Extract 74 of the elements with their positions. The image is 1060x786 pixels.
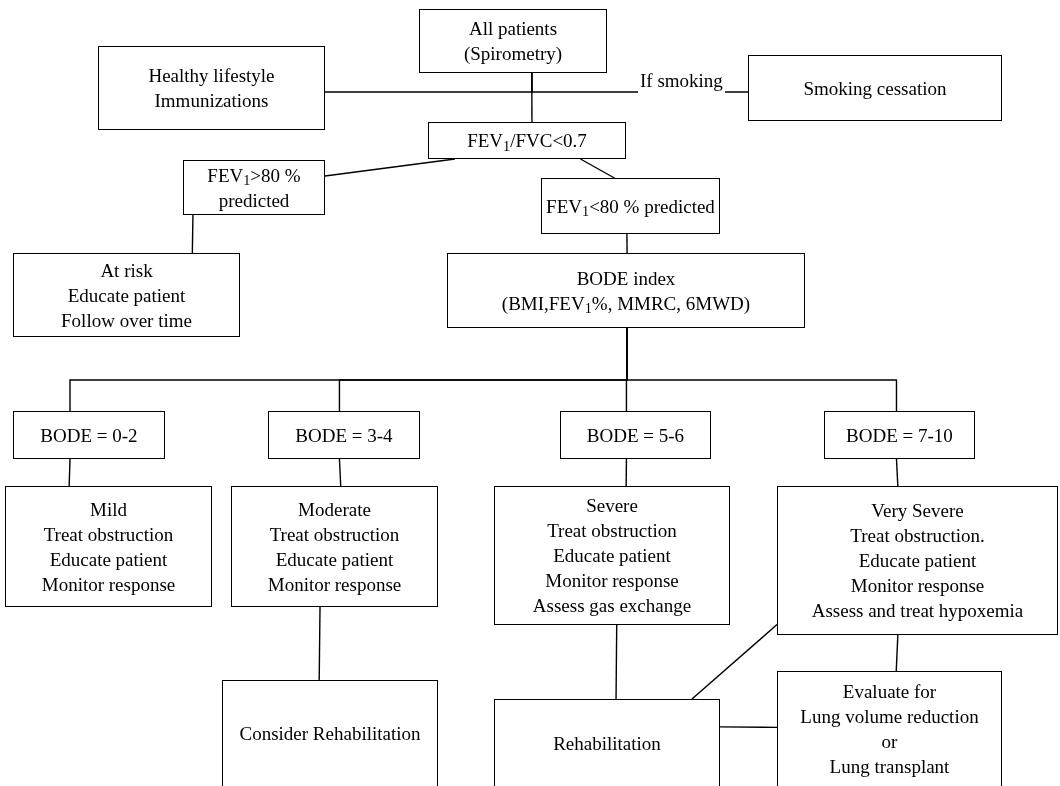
process-box [824, 411, 975, 459]
box-text: Follow over time [61, 308, 192, 333]
box-text: Educate patient [553, 544, 671, 568]
box-text: Consider Rehabilitation [239, 722, 421, 746]
box-text: Healthy lifestyle [148, 64, 275, 88]
box-text: Monitor response [850, 574, 985, 598]
box-text: Treat obstruction [547, 519, 677, 543]
connector-line [719, 726, 778, 729]
box-text: Educate patient [49, 547, 168, 572]
box-text: BODE = 3-4 [295, 423, 393, 448]
box-text: (BMI,FEV$_{1}$%, MMRC, 6MWD) [501, 291, 751, 316]
box-text: Treat obstruction. [850, 524, 985, 548]
process-box [222, 680, 438, 786]
connector-line [338, 458, 342, 487]
process-box [494, 486, 730, 625]
process-box [560, 411, 711, 459]
process-box [231, 486, 438, 607]
box-text: Monitor response [267, 572, 402, 597]
box-text: Smoking cessation [803, 76, 947, 101]
connector-line [531, 72, 533, 123]
connector-line [895, 458, 899, 487]
box-text: Educate patient [67, 283, 186, 308]
box-text: Immunizations [154, 89, 269, 113]
box-text: Severe [586, 494, 638, 518]
connector-line [318, 606, 321, 681]
box-text: Rehabilitation [553, 731, 661, 756]
box-text: Lung transplant [829, 755, 950, 779]
box-text: Monitor response [41, 572, 176, 597]
connector-line [579, 158, 616, 179]
process-box [183, 160, 325, 215]
process-box [748, 55, 1002, 121]
box-text: All patients (Spirometry) [462, 17, 564, 66]
process-box [268, 411, 420, 459]
connector-line [626, 327, 898, 412]
process-box [13, 411, 165, 459]
box-text: Educate patient [858, 549, 977, 573]
box-text: Evaluate for [842, 680, 937, 704]
box-text: FEV$_{1}$/FVC<0.7 [467, 129, 587, 153]
box-text: BODE index [576, 266, 676, 291]
box-text: BODE = 5-6 [586, 423, 685, 448]
box-text: FEV$_{1}$<80 % predicted [546, 194, 715, 219]
connector-line [691, 623, 778, 700]
box-text: Assess gas exchange [532, 594, 692, 618]
process-box [428, 122, 626, 159]
process-box [447, 253, 805, 328]
box-text: FEV$_{1}$>80 % predicted [206, 163, 302, 213]
box-text: Mild [90, 497, 127, 522]
box-text: Educate patient [275, 547, 394, 572]
process-box [777, 486, 1058, 635]
box-text: BODE = 7-10 [846, 423, 953, 448]
process-box [98, 46, 325, 130]
box-text: Monitor response [545, 569, 679, 593]
box-text: or [881, 730, 898, 754]
connector-line [626, 233, 628, 254]
connector-line [324, 158, 456, 177]
process-box [13, 253, 240, 337]
process-box [494, 699, 720, 786]
box-text: Very Severe [871, 499, 964, 523]
process-box [777, 671, 1002, 786]
connector-line [191, 214, 194, 254]
process-box [5, 486, 212, 607]
connector-line [895, 634, 899, 672]
process-box [541, 178, 720, 234]
box-text: Assess and treat hypoxemia [811, 599, 1024, 623]
box-text: Treat obstruction [269, 522, 400, 547]
box-text: Lung volume reduction [800, 705, 979, 729]
box-text: At risk [100, 258, 153, 283]
box-text: Moderate [298, 497, 371, 522]
connector-line [68, 458, 71, 487]
connector-line [625, 458, 628, 487]
connector-line [615, 624, 618, 700]
box-text: BODE = 0-2 [40, 423, 138, 448]
box-text: Treat obstruction [43, 522, 174, 547]
process-box [419, 9, 607, 73]
